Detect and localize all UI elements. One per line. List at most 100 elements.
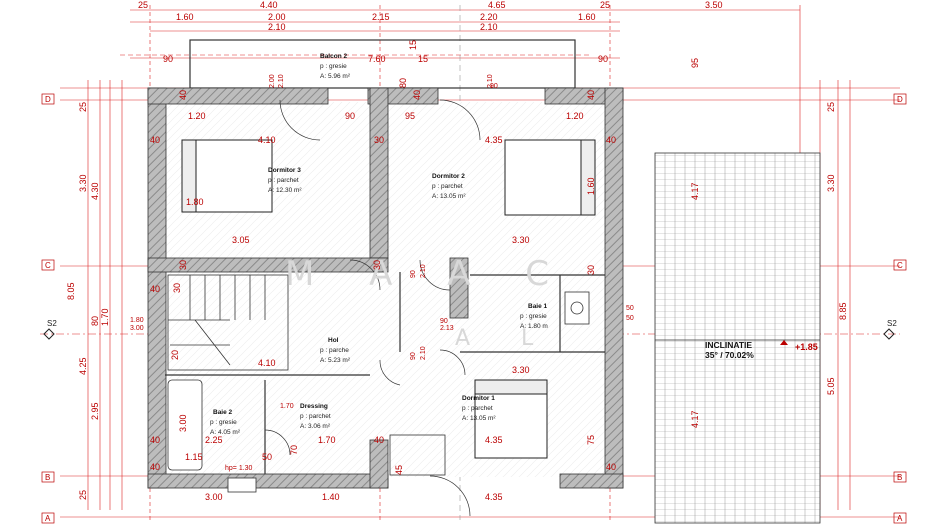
svg-text:p : parchet: p : parchet [268, 177, 299, 184]
svg-text:Dormitor 3: Dormitor 3 [268, 167, 301, 174]
svg-text:30: 30 [172, 283, 182, 293]
svg-text:p : parche: p : parche [320, 347, 349, 354]
svg-text:A: 5.23 m²: A: 5.23 m² [320, 357, 351, 364]
svg-text:4.10: 4.10 [258, 358, 276, 368]
svg-text:3.05: 3.05 [232, 235, 250, 245]
svg-text:A: 1.80 m: A: 1.80 m [520, 323, 548, 330]
svg-text:p : parchet: p : parchet [462, 405, 493, 412]
svg-text:3.00: 3.00 [178, 414, 188, 432]
svg-text:2.00: 2.00 [268, 12, 286, 22]
roof-area [654, 152, 821, 524]
svg-text:S2: S2 [47, 319, 57, 328]
svg-text:40: 40 [150, 435, 160, 445]
svg-text:p : gresie: p : gresie [210, 419, 237, 426]
svg-text:40: 40 [606, 135, 616, 145]
svg-text:40: 40 [178, 90, 188, 100]
svg-text:p : parchet: p : parchet [432, 183, 463, 190]
svg-text:C: C [45, 261, 51, 270]
svg-text:90: 90 [410, 270, 417, 278]
top-dimensions: 25 4.40 4.65 25 3.50 1.60 2.00 2.15 2.20… [138, 0, 723, 64]
svg-text:A: 4.05 m²: A: 4.05 m² [210, 429, 241, 436]
svg-text:2.10: 2.10 [487, 74, 494, 88]
svg-text:15: 15 [408, 40, 418, 50]
svg-text:30: 30 [178, 260, 188, 270]
svg-text:1.80: 1.80 [130, 317, 144, 324]
svg-text:D: D [45, 95, 51, 104]
svg-text:30: 30 [374, 135, 384, 145]
svg-text:4.25: 4.25 [78, 357, 88, 375]
svg-text:Dressing: Dressing [300, 403, 328, 410]
svg-text:8.05: 8.05 [66, 282, 76, 300]
svg-text:5.05: 5.05 [826, 377, 836, 395]
room-labels: Balcon 2 p : gresie A: 5.96 m² Dormitor … [210, 53, 548, 436]
svg-text:90: 90 [490, 83, 498, 90]
svg-text:1.20: 1.20 [566, 111, 584, 121]
svg-text:A: A [45, 514, 51, 523]
svg-text:20: 20 [170, 350, 180, 360]
svg-text:45: 45 [394, 465, 404, 475]
svg-text:A: 3.06 m²: A: 3.06 m² [300, 423, 331, 430]
svg-text:2.00: 2.00 [269, 74, 276, 88]
room-dressing: Dressing p : parchet A: 3.06 m² [300, 403, 331, 430]
svg-text:90: 90 [345, 111, 355, 121]
svg-text:1.70: 1.70 [280, 403, 294, 410]
svg-text:90: 90 [440, 318, 448, 325]
svg-text:50: 50 [626, 305, 634, 312]
room-dormitor-1: Dormitor 1 p : parchet A: 13.05 m² [462, 395, 496, 422]
svg-text:40: 40 [586, 90, 596, 100]
svg-text:70: 70 [289, 445, 299, 455]
svg-text:2.10: 2.10 [420, 264, 427, 278]
svg-text:+1.85: +1.85 [795, 342, 818, 352]
svg-text:90: 90 [598, 54, 608, 64]
svg-text:50: 50 [262, 452, 272, 462]
svg-text:4.17: 4.17 [690, 410, 700, 428]
svg-text:80: 80 [398, 78, 408, 88]
room-balcon-2: Balcon 2 p : gresie A: 5.96 m² [320, 53, 351, 80]
svg-text:3.30: 3.30 [826, 174, 836, 192]
svg-text:40: 40 [412, 90, 422, 100]
svg-text:2.10: 2.10 [278, 74, 285, 88]
svg-text:25: 25 [826, 102, 836, 112]
svg-text:A: 12.30 m²: A: 12.30 m² [268, 187, 302, 194]
svg-text:A: 13.05 m²: A: 13.05 m² [432, 193, 466, 200]
svg-text:Hol: Hol [328, 337, 339, 344]
interior-walls [165, 272, 605, 474]
svg-text:90: 90 [163, 54, 173, 64]
svg-text:p : gresie: p : gresie [320, 63, 347, 70]
svg-text:1.80: 1.80 [186, 197, 204, 207]
right-dimensions: 25 3.30 8.85 5.05 95 4.17 4.17 [690, 58, 848, 428]
svg-text:2.20: 2.20 [480, 12, 498, 22]
svg-text:3.50: 3.50 [705, 0, 723, 10]
room-baie-2: Baie 2 p : gresie A: 4.05 m² [210, 409, 241, 436]
svg-text:40: 40 [150, 462, 160, 472]
watermark-sub: A L [455, 326, 555, 351]
svg-text:2.95: 2.95 [90, 402, 100, 420]
svg-text:1.60: 1.60 [586, 177, 596, 195]
room-dormitor-2: Dormitor 2 p : parchet A: 13.05 m² [432, 173, 466, 200]
svg-text:4.17: 4.17 [690, 182, 700, 200]
exterior-walls [147, 87, 624, 489]
svg-text:30: 30 [586, 265, 596, 275]
svg-text:4.35: 4.35 [485, 492, 503, 502]
svg-text:1.60: 1.60 [176, 12, 194, 22]
svg-text:B: B [45, 473, 50, 482]
svg-text:4.40: 4.40 [260, 0, 278, 10]
svg-text:INCLINATIE: INCLINATIE [705, 340, 752, 350]
svg-text:80: 80 [90, 316, 100, 326]
svg-text:25: 25 [78, 102, 88, 112]
svg-text:40: 40 [150, 135, 160, 145]
svg-text:1.40: 1.40 [322, 492, 340, 502]
svg-text:15: 15 [418, 54, 428, 64]
svg-text:p : parchet: p : parchet [300, 413, 331, 420]
svg-text:S2: S2 [887, 319, 897, 328]
svg-text:25: 25 [138, 0, 148, 10]
svg-text:1.20: 1.20 [188, 111, 206, 121]
svg-text:35° / 70.02%: 35° / 70.02% [705, 350, 754, 360]
svg-text:2.13: 2.13 [440, 325, 454, 332]
svg-text:2.10: 2.10 [268, 22, 286, 32]
svg-text:Baie 2: Baie 2 [213, 409, 233, 416]
left-dimensions: 25 3.30 4.30 8.05 1.70 80 4.25 2.95 25 [66, 102, 110, 500]
svg-text:D: D [897, 95, 903, 104]
svg-text:25: 25 [600, 0, 610, 10]
